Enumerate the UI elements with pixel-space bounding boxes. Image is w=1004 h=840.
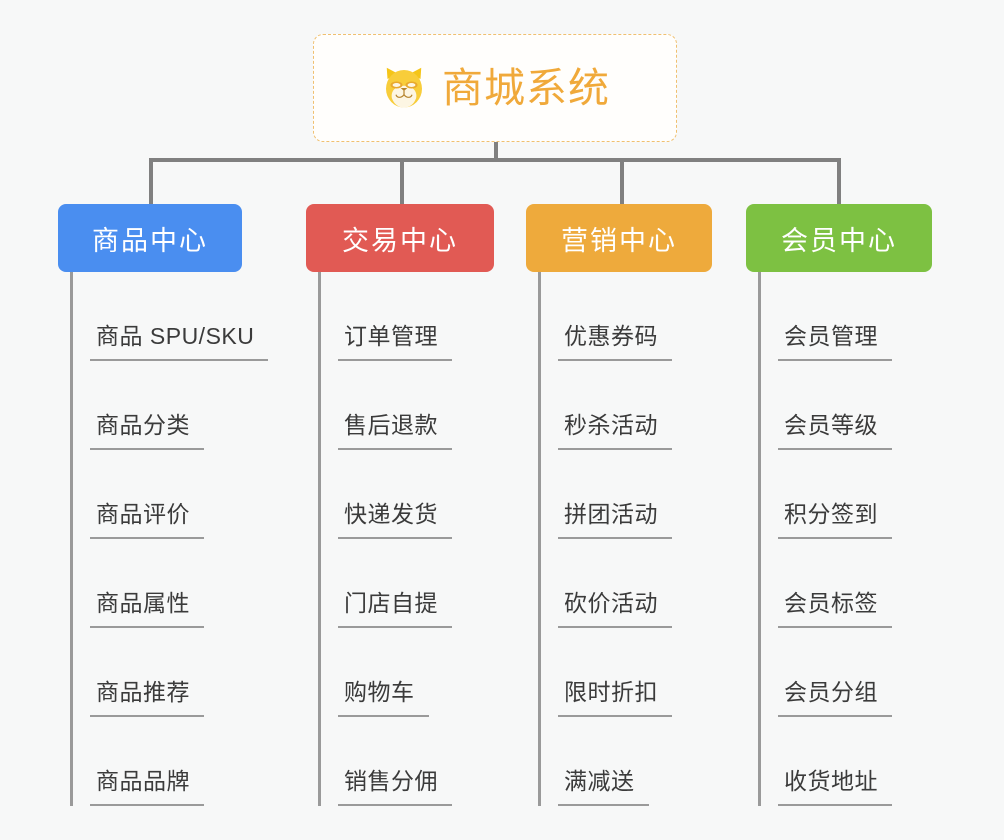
leaf-item[interactable]: 快递发货	[306, 450, 494, 539]
leaf-item[interactable]: 商品品牌	[58, 717, 242, 806]
branch-header-label: 营销中心	[561, 225, 677, 256]
root-title: 商城系统	[442, 64, 610, 111]
branch-items-4: 会员管理会员等级积分签到会员标签会员分组收货地址	[746, 272, 932, 806]
connector-drop-1	[149, 158, 153, 206]
leaf-item[interactable]: 满减送	[526, 717, 712, 806]
branch-column-2: 交易中心订单管理售后退款快递发货门店自提购物车销售分佣	[306, 204, 494, 806]
leaf-item-label: 拼团活动	[558, 495, 672, 539]
leaf-item[interactable]: 会员标签	[746, 539, 932, 628]
connector-root-stem	[494, 142, 498, 162]
leaf-item-label: 购物车	[338, 673, 429, 717]
leaf-item-label: 商品属性	[90, 584, 204, 628]
leaf-item-label: 快递发货	[338, 495, 452, 539]
leaf-item-label: 商品品牌	[90, 762, 204, 806]
leaf-item-label: 商品分类	[90, 406, 204, 450]
branch-header-2[interactable]: 交易中心	[306, 204, 494, 272]
leaf-item[interactable]: 商品 SPU/SKU	[58, 272, 269, 361]
branch-column-1: 商品中心商品 SPU/SKU 商品分类商品评价商品属性商品推荐商品品牌	[58, 204, 269, 806]
branch-spine-4	[758, 272, 761, 806]
leaf-item-label: 商品评价	[90, 495, 204, 539]
leaf-item-label: 会员分组	[778, 673, 892, 717]
leaf-item[interactable]: 拼团活动	[526, 450, 712, 539]
leaf-item[interactable]: 商品属性	[58, 539, 242, 628]
branch-header-label: 商品中心	[92, 225, 208, 256]
leaf-item-label: 会员标签	[778, 584, 892, 628]
branch-spine-2	[318, 272, 321, 806]
branch-items-3: 优惠券码秒杀活动拼团活动砍价活动限时折扣满减送	[526, 272, 712, 806]
branch-spine-3	[538, 272, 541, 806]
branch-header-1[interactable]: 商品中心	[58, 204, 242, 272]
branch-header-label: 会员中心	[781, 225, 897, 256]
leaf-item[interactable]: 积分签到	[746, 450, 932, 539]
leaf-item[interactable]: 砍价活动	[526, 539, 712, 628]
leaf-item-label: 商品推荐	[90, 673, 204, 717]
connector-horizontal-bus	[149, 158, 839, 162]
leaf-item-label: 订单管理	[338, 317, 452, 361]
leaf-item[interactable]: 限时折扣	[526, 628, 712, 717]
branch-header-label: 交易中心	[342, 225, 458, 256]
root-node[interactable]: 商城系统	[313, 34, 677, 142]
leaf-item-label: 会员管理	[778, 317, 892, 361]
shiba-dog-icon	[386, 67, 422, 108]
branch-header-4[interactable]: 会员中心	[746, 204, 932, 272]
leaf-item[interactable]: 商品评价	[58, 450, 242, 539]
branch-items-2: 订单管理售后退款快递发货门店自提购物车销售分佣	[306, 272, 494, 806]
branch-items-1: 商品 SPU/SKU 商品分类商品评价商品属性商品推荐商品品牌	[58, 272, 269, 806]
connector-drop-4	[837, 158, 841, 206]
leaf-item-label: 销售分佣	[338, 762, 452, 806]
leaf-item-label: 积分签到	[778, 495, 892, 539]
leaf-item[interactable]: 购物车	[306, 628, 494, 717]
leaf-item-label: 满减送	[558, 762, 649, 806]
leaf-item[interactable]: 销售分佣	[306, 717, 494, 806]
leaf-item-label: 售后退款	[338, 406, 452, 450]
leaf-item[interactable]: 收货地址	[746, 717, 932, 806]
connector-drop-3	[620, 158, 624, 206]
leaf-item-label: 砍价活动	[558, 584, 672, 628]
leaf-item-label: 限时折扣	[558, 673, 672, 717]
leaf-item-label: 商品 SPU/SKU	[90, 317, 269, 361]
branch-spine-1	[70, 272, 73, 806]
leaf-item-label: 收货地址	[778, 762, 892, 806]
branch-header-3[interactable]: 营销中心	[526, 204, 712, 272]
leaf-item-label: 会员等级	[778, 406, 892, 450]
leaf-item[interactable]: 会员分组	[746, 628, 932, 717]
leaf-item[interactable]: 售后退款	[306, 361, 494, 450]
branch-column-3: 营销中心优惠券码秒杀活动拼团活动砍价活动限时折扣满减送	[526, 204, 712, 806]
leaf-item[interactable]: 订单管理	[306, 272, 494, 361]
leaf-item[interactable]: 秒杀活动	[526, 361, 712, 450]
leaf-item[interactable]: 商品分类	[58, 361, 242, 450]
leaf-item[interactable]: 商品推荐	[58, 628, 242, 717]
connector-drop-2	[400, 158, 404, 206]
branch-column-4: 会员中心会员管理会员等级积分签到会员标签会员分组收货地址	[746, 204, 932, 806]
leaf-item-label: 门店自提	[338, 584, 452, 628]
leaf-item-label: 优惠券码	[558, 317, 672, 361]
leaf-item[interactable]: 会员等级	[746, 361, 932, 450]
leaf-item[interactable]: 门店自提	[306, 539, 494, 628]
leaf-item-label: 秒杀活动	[558, 406, 672, 450]
leaf-item[interactable]: 优惠券码	[526, 272, 712, 361]
leaf-item[interactable]: 会员管理	[746, 272, 932, 361]
